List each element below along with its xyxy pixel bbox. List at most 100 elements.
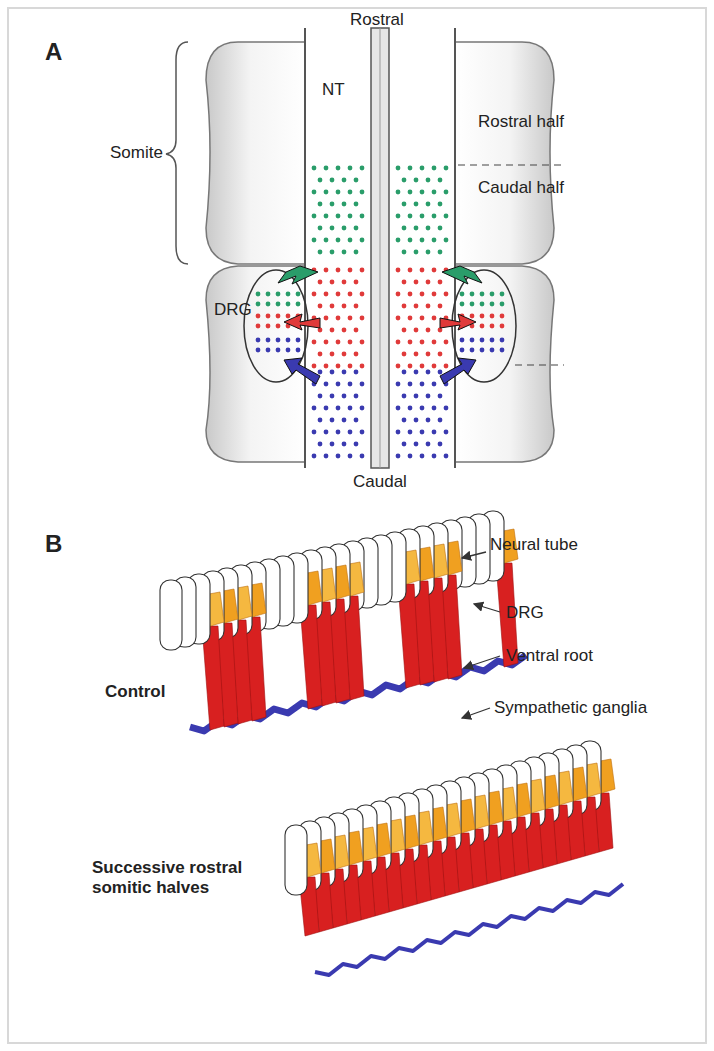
control-reconstruction [160,511,526,731]
cell-dot [318,442,323,447]
cell-dot [396,292,401,297]
cell-dot [342,328,347,333]
cell-dot [480,314,485,319]
cell-dot [480,324,485,329]
cell-dots [256,166,505,459]
cell-dot [360,268,365,273]
cell-dot [432,166,437,171]
cell-dot [402,178,407,183]
cell-dot [318,280,323,285]
cell-dot [312,214,317,219]
cell-dot [276,292,281,297]
cell-dot [266,302,271,307]
cell-dot [490,302,495,307]
cell-dot [396,430,401,435]
cell-dot [408,268,413,273]
cell-dot [324,364,329,369]
panel-letter: B [45,530,62,558]
cell-dot [342,442,347,447]
cell-dot [426,442,431,447]
cell-dot [276,314,281,319]
cell-dot [360,166,365,171]
cell-dot [414,178,419,183]
cell-dot [420,316,425,321]
cell-dot [360,238,365,243]
cell-dot [426,304,431,309]
cell-dot [336,214,341,219]
cell-dot [438,370,443,375]
cell-dot [336,268,341,273]
cell-dot [420,238,425,243]
cell-dot [396,268,401,273]
cell-dot [460,338,465,343]
cell-dot [444,238,449,243]
cell-dot [396,364,401,369]
cell-dot [296,292,301,297]
cell-dot [354,418,359,423]
cell-dot [354,394,359,399]
cell-dot [266,292,271,297]
cell-dot [438,352,443,357]
cell-dot [396,214,401,219]
cell-dot [500,302,505,307]
cell-dot [420,214,425,219]
cell-dot [414,328,419,333]
cell-dot [444,364,449,369]
cell-dot [408,364,413,369]
cell-dot [354,370,359,375]
cell-dot [324,214,329,219]
cell-dot [330,202,335,207]
cell-dot [490,348,495,353]
cell-dot [438,280,443,285]
cell-dot [420,382,425,387]
cell-dot [420,292,425,297]
cell-dot [408,166,413,171]
cell-dot [480,348,485,353]
part-label: Rostral half [478,112,564,132]
cell-dot [500,324,505,329]
cell-dot [460,348,465,353]
cell-dot [420,454,425,459]
cell-dot [420,364,425,369]
cell-dot [402,328,407,333]
cell-dot [444,406,449,411]
cell-dot [444,340,449,345]
cell-dot [408,382,413,387]
half-dividers [458,165,564,365]
cell-dot [420,268,425,273]
cell-dot [432,382,437,387]
cell-dot [256,348,261,353]
cell-dot [432,190,437,195]
cell-dot [500,314,505,319]
cell-dot [266,314,271,319]
cell-dot [324,430,329,435]
cell-dot [342,394,347,399]
cell-dot [432,316,437,321]
cell-dot [408,430,413,435]
cell-dot [460,302,465,307]
part-label: Control [105,682,165,702]
cell-dot [354,352,359,357]
cell-dot [438,394,443,399]
cell-dot [330,178,335,183]
cell-dot [348,430,353,435]
cell-dot [402,442,407,447]
cell-dot [312,340,317,345]
cell-dot [470,338,475,343]
cell-dot [342,370,347,375]
cell-dot [318,202,323,207]
cell-dot [408,238,413,243]
cell-dot [402,250,407,255]
cell-dot [324,238,329,243]
cell-dot [414,304,419,309]
cell-dot [342,352,347,357]
cell-dot [444,292,449,297]
cell-dot [414,394,419,399]
part-label: Somite [110,143,163,163]
cell-dot [312,454,317,459]
cell-dot [336,340,341,345]
cell-dot [330,328,335,333]
cell-dot [318,370,323,375]
part-label: NT [322,80,345,100]
